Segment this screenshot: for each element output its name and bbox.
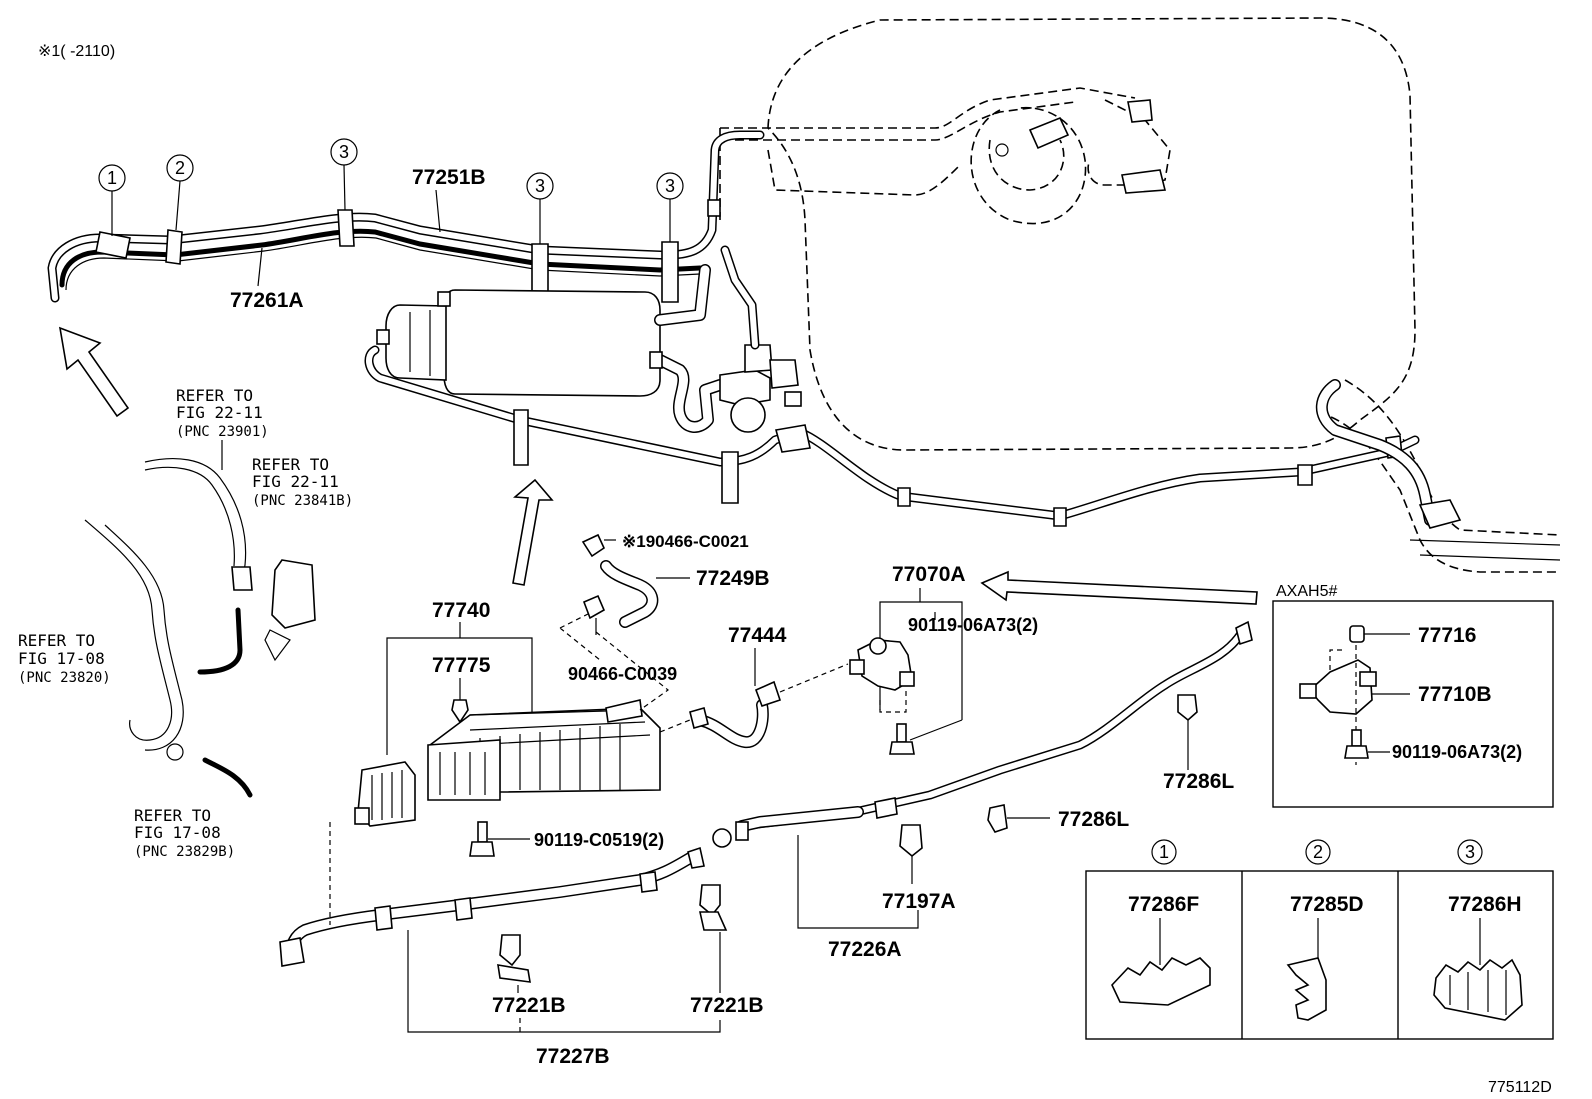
part-77710B-icon: [1308, 659, 1373, 715]
callout-3b: 3: [526, 172, 554, 244]
clip-77221B-a: [497, 934, 531, 993]
canister-bracket-line: [386, 622, 533, 755]
label-77226A: 77226A: [828, 938, 902, 961]
hose-77444: [659, 648, 849, 748]
pin-icon: [451, 699, 469, 724]
ref2-line2: FIG 22-11: [252, 472, 339, 491]
vapor-pipe-lower: [364, 345, 1462, 529]
vent-valve-module: [354, 761, 416, 827]
reference-block-4: REFER TO FIG 17-08 (PNC 23829B): [134, 806, 235, 860]
clip-77197A: [899, 824, 923, 884]
valve-77070A: [849, 588, 963, 755]
callout-3c-label: 3: [665, 176, 675, 196]
bracket-77226A: [797, 835, 919, 929]
header-note: ※1( -2110): [38, 43, 115, 60]
sensor-icon: [995, 143, 1009, 157]
charcoal-canister: [427, 699, 661, 801]
callout-2-label: 2: [175, 158, 185, 178]
ref2-line1: REFER TO: [252, 455, 329, 474]
bolt-90119-C0519: [469, 821, 530, 857]
inset-label-77710B: 77710B: [1418, 683, 1492, 706]
label-77444: 77444: [728, 624, 787, 647]
label-77221B-a: 77221B: [492, 994, 566, 1017]
label-77249B: 77249B: [696, 567, 770, 590]
arrow-up-left: [58, 326, 130, 418]
inset-axah5: AXAH5# 77716 77710B 90119-06A73(2): [1272, 583, 1554, 808]
clip-77286H-icon: [1433, 958, 1523, 1021]
inset-label-77716: 77716: [1418, 624, 1476, 647]
ref1-line2: FIG 22-11: [176, 403, 263, 422]
ref3-line2: FIG 17-08: [18, 649, 105, 668]
legend-table: 1 2 3 77286F 77285D 77286H: [1085, 839, 1554, 1040]
clip-2: [165, 229, 183, 265]
ref1-line1: REFER TO: [176, 386, 253, 405]
filler-valve-icon: [1028, 116, 1070, 150]
legend-header-1: 1: [1159, 842, 1169, 862]
clip-77286F-icon: [1111, 957, 1211, 1006]
diagram-code: 775112D: [1488, 1079, 1552, 1096]
label-77251B: 77251B: [412, 166, 486, 189]
legend-part-77285D: 77285D: [1290, 893, 1364, 916]
referenced-hoses-left: [84, 440, 316, 798]
label-77221B-b: 77221B: [690, 994, 764, 1017]
ref1-pnc: (PNC 23901): [176, 424, 269, 440]
label-77070A: 77070A: [892, 563, 966, 586]
callout-3c: 3: [656, 172, 684, 242]
callout-3a-label: 3: [339, 142, 349, 162]
clamp-group: [559, 533, 669, 711]
label-77775: 77775: [432, 654, 491, 677]
reference-block-3: REFER TO FIG 17-08 (PNC 23820): [18, 631, 111, 686]
reference-block-2: REFER TO FIG 22-11 (PNC 23841B): [252, 455, 353, 509]
clip-77286L-a: [1177, 694, 1198, 770]
legend-header-3: 3: [1465, 842, 1475, 862]
ref3-pnc: (PNC 23820): [18, 670, 111, 686]
clip-77286L-b: [987, 804, 1050, 833]
valve-bracket-icon: [271, 559, 316, 629]
label-77197A: 77197A: [882, 890, 956, 913]
arrow-left-right: [980, 570, 1258, 605]
legend-part-77286F: 77286F: [1128, 893, 1199, 916]
charcoal-canister-installed: [376, 245, 802, 433]
callout-1: 1: [98, 164, 126, 236]
part-77716-icon: [1349, 625, 1365, 643]
hose-assembly-lower: [279, 620, 1253, 967]
label-77740: 77740: [432, 599, 490, 622]
callout-1-label: 1: [107, 168, 117, 188]
ref3-line1: REFER TO: [18, 631, 95, 650]
clip-77285D-icon: [1286, 957, 1327, 1021]
pipe-connector: [707, 199, 721, 217]
clip-3a: [337, 209, 355, 247]
label-90119-06A73: 90119-06A73(2): [908, 615, 1038, 635]
label-90466-C0021: ※190466-C0021: [622, 532, 749, 551]
label-90119-C0519: 90119-C0519(2): [534, 830, 664, 850]
clip-1: [95, 231, 131, 259]
inset-title: AXAH5#: [1276, 583, 1337, 600]
clip-77221B-b: [699, 884, 728, 993]
inset-label-90119-06A73: 90119-06A73(2): [1392, 742, 1522, 762]
callout-2: 2: [166, 154, 194, 231]
hose-77249B: [600, 560, 690, 628]
ref4-line1: REFER TO: [134, 806, 211, 825]
arrow-up-center: [512, 478, 554, 586]
reference-block-1: REFER TO FIG 22-11 (PNC 23901): [176, 386, 269, 440]
callout-3b-label: 3: [535, 176, 545, 196]
ref2-pnc: (PNC 23841B): [252, 493, 353, 509]
callout-3a: 3: [330, 138, 358, 211]
bracket-77227B: [407, 930, 721, 1033]
label-90466-C0039: 90466-C0039: [568, 664, 677, 684]
legend-part-77286H: 77286H: [1448, 893, 1522, 916]
clip-3c: [661, 241, 679, 303]
legend-header-2: 2: [1313, 842, 1323, 862]
fuel-tank-outline: [719, 17, 1561, 573]
label-77286L-b: 77286L: [1058, 808, 1129, 831]
ref4-pnc: (PNC 23829B): [134, 844, 235, 860]
label-77227B: 77227B: [536, 1045, 610, 1068]
label-77286L-a: 77286L: [1163, 770, 1234, 793]
vapor-pipe-bundle: [47, 130, 765, 303]
ref4-line2: FIG 17-08: [134, 823, 221, 842]
label-77261A: 77261A: [230, 289, 304, 312]
